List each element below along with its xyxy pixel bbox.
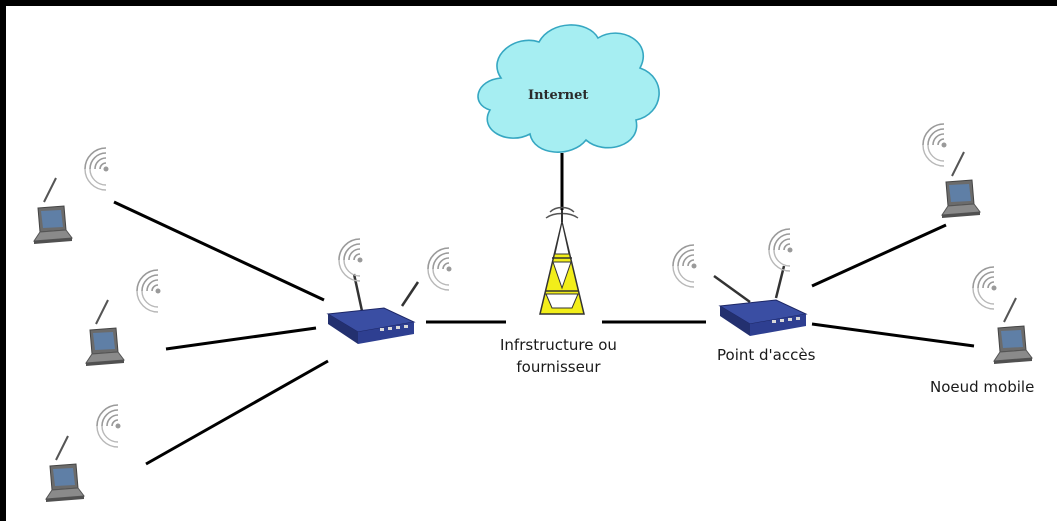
link-laptop1-router-left [113,200,325,302]
mobile-node-label: Noeud mobile [930,378,1035,396]
wifi-signal-icon [338,238,364,282]
cloud-label: Internet [528,88,588,103]
laptop-icon [941,151,981,219]
laptop-icon [33,177,73,245]
wifi-signal-icon [136,269,162,313]
infrastructure-label-line1: Infrstructure ou [500,336,617,354]
link-router-right-laptop5 [811,322,975,348]
wifi-signal-icon [84,147,110,191]
link-laptop2-router-left [165,326,317,351]
access-point-label: Point d'accès [717,346,816,364]
wifi-signal-icon [922,123,948,167]
tower-icon [539,206,585,315]
wifi-signal-icon [972,266,998,310]
laptop-icon [85,299,125,367]
wifi-signal-icon [427,247,453,291]
connection-links [113,153,975,466]
laptop-icon [45,435,85,503]
network-diagram: Internet [33,24,1033,503]
cloud-icon [477,24,660,153]
wifi-signal-icon [768,228,794,272]
router-icon-left [327,273,420,345]
infrastructure-label: Infrstructure ou fournisseur [500,334,617,378]
wifi-signal-icon [96,404,122,448]
wifi-signal-icon [672,244,698,288]
link-router-right-laptop4 [811,223,947,288]
infrastructure-label-line2: fournisseur [516,358,601,376]
laptop-icon [993,297,1033,365]
router-icon-right [713,265,807,337]
link-laptop3-router-left [145,359,329,466]
